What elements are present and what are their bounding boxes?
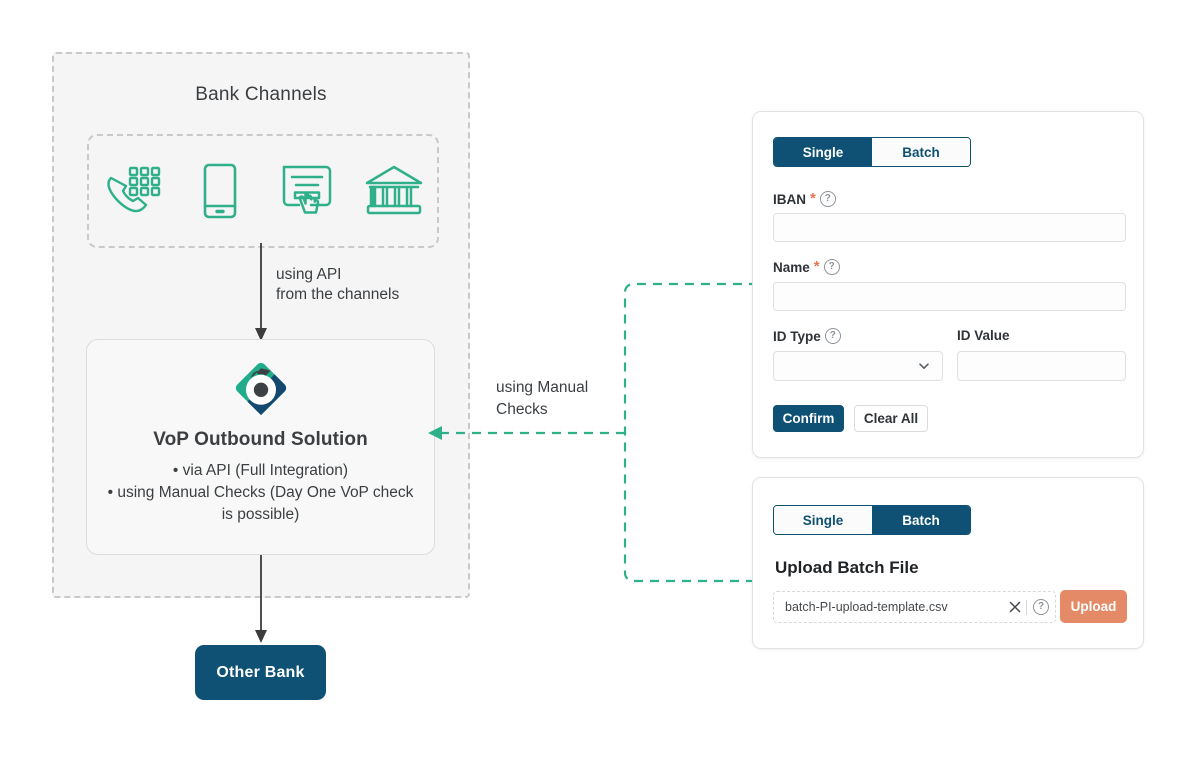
- tab-single[interactable]: Single: [774, 506, 872, 534]
- phone-keypad-icon: [100, 160, 166, 222]
- vop-bullet-0: • via API (Full Integration): [101, 460, 420, 482]
- tab-batch[interactable]: Batch: [872, 506, 970, 534]
- id-type-label-row: ID Type ?: [773, 328, 841, 344]
- upload-button[interactable]: Upload: [1060, 590, 1127, 623]
- manual-label-line2: Checks: [496, 401, 548, 418]
- bank-channels-title: Bank Channels: [195, 84, 327, 105]
- close-icon-svg: [1009, 601, 1021, 613]
- other-bank-label: Other Bank: [216, 663, 305, 681]
- iban-input-field[interactable]: [774, 214, 1125, 241]
- manual-checks-label: using Manual Checks: [496, 377, 588, 421]
- file-help-icon[interactable]: ?: [1027, 599, 1055, 615]
- chip-divider: [1026, 599, 1027, 615]
- upload-batch-file-heading: Upload Batch File: [775, 558, 919, 577]
- id-value-input[interactable]: [957, 351, 1126, 381]
- id-type-help-icon[interactable]: ?: [824, 328, 841, 344]
- bank-building-icon: [361, 160, 427, 222]
- name-input[interactable]: [773, 282, 1126, 311]
- iban-input[interactable]: [773, 213, 1126, 242]
- selected-file-name: batch-PI-upload-template.csv: [785, 600, 948, 614]
- id-value-label-row: ID Value: [957, 328, 1010, 343]
- iban-label: IBAN: [773, 191, 806, 207]
- vop-diamond-logo: [235, 362, 286, 416]
- tab-single[interactable]: Single: [774, 138, 872, 166]
- id-type-select[interactable]: [773, 351, 943, 381]
- vop-outbound-card: VoP Outbound Solution • via API (Full In…: [86, 339, 435, 555]
- close-icon[interactable]: [1004, 601, 1026, 613]
- bullet-glyph: •: [107, 484, 114, 501]
- channel-icons-group: [87, 134, 439, 248]
- api-label-line1: using API: [276, 266, 342, 283]
- chevron-down-icon: [919, 363, 929, 369]
- tab-batch[interactable]: Batch: [872, 138, 970, 166]
- manual-label-line1: using Manual: [496, 379, 589, 396]
- selected-file-chip[interactable]: batch-PI-upload-template.csv ?: [773, 591, 1056, 623]
- mobile-phone-icon: [187, 160, 253, 222]
- single-card-mode-toggle[interactable]: Single Batch: [773, 137, 971, 167]
- file-help-glyph: ?: [1033, 599, 1049, 615]
- api-arrow: [255, 243, 267, 341]
- clear-all-button[interactable]: Clear All: [854, 405, 928, 432]
- name-input-field[interactable]: [774, 283, 1125, 310]
- id-type-label: ID Type: [773, 328, 821, 344]
- id-value-label: ID Value: [957, 328, 1010, 343]
- vop-card-bullets: • via API (Full Integration) • using Man…: [101, 460, 420, 526]
- online-form-click-icon: [274, 160, 340, 222]
- name-required-asterisk: *: [813, 258, 820, 275]
- bullet-glyph: •: [172, 462, 179, 479]
- iban-help-icon[interactable]: ?: [819, 191, 836, 207]
- confirm-button[interactable]: Confirm: [773, 405, 844, 432]
- name-help-icon[interactable]: ?: [823, 259, 840, 275]
- vop-bullet-1-text: using Manual Checks (Day One VoP check i…: [117, 484, 414, 523]
- other-bank-arrow: [255, 555, 267, 643]
- single-check-card: Single Batch IBAN * ? Name * ? ID Type ?: [752, 111, 1144, 458]
- vop-bullet-0-text: via API (Full Integration): [182, 462, 349, 479]
- id-value-input-field[interactable]: [958, 352, 1125, 380]
- api-connector-label: using API from the channels: [276, 265, 399, 305]
- batch-card-mode-toggle[interactable]: Single Batch: [773, 505, 971, 535]
- vop-bullet-1: • using Manual Checks (Day One VoP check…: [101, 482, 420, 526]
- name-label: Name: [773, 259, 810, 275]
- vop-card-title: VoP Outbound Solution: [153, 429, 368, 450]
- name-label-row: Name * ?: [773, 259, 840, 275]
- iban-label-row: IBAN * ?: [773, 191, 836, 207]
- batch-upload-card: Single Batch Upload Batch File batch-PI-…: [752, 477, 1144, 649]
- api-label-line2: from the channels: [276, 286, 400, 303]
- other-bank-node: Other Bank: [195, 645, 326, 700]
- iban-required-asterisk: *: [810, 190, 816, 207]
